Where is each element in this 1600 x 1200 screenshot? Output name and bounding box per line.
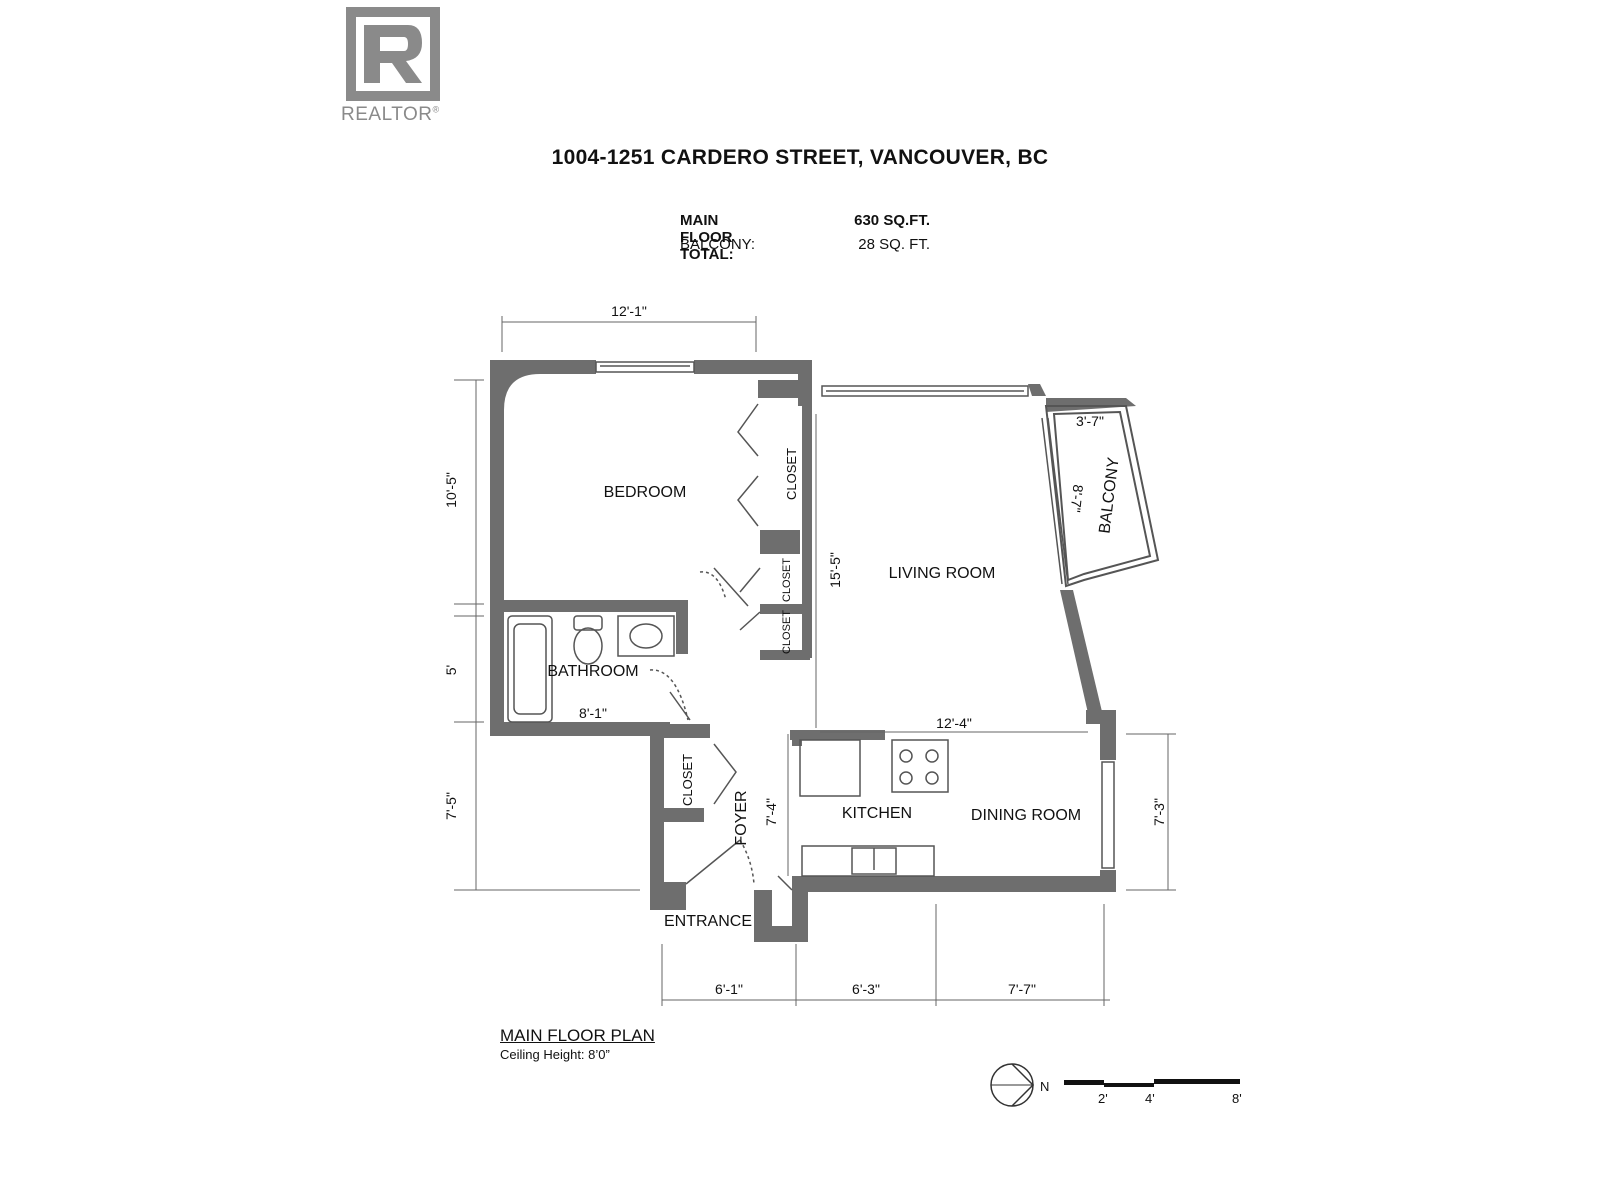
closet-label: CLOSET [781, 558, 793, 602]
dim-balcony-length: 8'-7" [1068, 484, 1087, 513]
property-address-title: 1004-1251 CARDERO STREET, VANCOUVER, BC [551, 146, 1049, 169]
dim-foyer-height: 7'-4" [763, 798, 779, 826]
fixtures [507, 615, 949, 877]
dim-top-width: 12'-1" [611, 303, 647, 319]
balcony-area-value: 28 SQ. FT. [858, 236, 930, 253]
dim-bottom-3: 7'-7" [1008, 981, 1036, 997]
closet-label: CLOSET [680, 754, 695, 806]
plan-title: MAIN FLOOR PLAN [500, 1026, 655, 1045]
windows [595, 361, 1115, 869]
scale-tick: 4' [1145, 1091, 1155, 1106]
scale-tick: 2' [1098, 1091, 1108, 1106]
dim-lower-height: 7'-5" [443, 792, 459, 820]
dimension-lines [454, 316, 1176, 1006]
dim-balcony-width: 3'-7" [1076, 413, 1104, 429]
dim-bottom-1: 6'-1" [715, 981, 743, 997]
dim-living-height: 15'-5" [827, 552, 843, 588]
closet-label: CLOSET [784, 448, 799, 500]
dim-kitchen-dining-width: 12'-4" [936, 715, 972, 731]
realtor-logo-icon [346, 7, 440, 101]
bedroom-label: BEDROOM [604, 484, 687, 501]
living-room-label: LIVING ROOM [889, 565, 996, 582]
main-floor-total-label: MAIN FLOOR TOTAL: [680, 212, 734, 263]
dim-bathroom-width: 8'-1" [579, 705, 607, 721]
north-arrow-icon [990, 1063, 1035, 1107]
dining-room-label: DINING ROOM [971, 807, 1081, 824]
dimension-labels: 12'-1" 10'-5" 5' 7'-5" 15'-5" 3'-7" 8'-7… [443, 303, 1167, 997]
scale-bar [1064, 1079, 1240, 1087]
doors [649, 403, 793, 891]
balcony-outline [1044, 405, 1160, 588]
north-label: N [1040, 1079, 1050, 1094]
walls [490, 360, 1136, 942]
main-floor-total-value: 630 SQ.FT. [854, 212, 930, 229]
kitchen-label: KITCHEN [842, 805, 912, 822]
room-labels: BEDROOM LIVING ROOM BATHROOM KITCHEN DIN… [547, 448, 1122, 930]
dim-dining-height: 7'-3" [1151, 798, 1167, 826]
realtor-wordmark: REALTOR® [341, 104, 440, 125]
balcony-label: BALCONY [1096, 456, 1122, 534]
balcony-area-label: BALCONY: [680, 236, 756, 253]
closet-label: CLOSET [781, 610, 793, 654]
dim-bottom-2: 6'-3" [852, 981, 880, 997]
dim-bedroom-height: 10'-5" [443, 472, 459, 508]
entrance-label: ENTRANCE [664, 913, 752, 930]
ceiling-height: Ceiling Height: 8’0” [500, 1047, 610, 1062]
foyer-label: FOYER [733, 790, 750, 845]
plan-caption: MAIN FLOOR PLAN Ceiling Height: 8’0” [500, 1026, 655, 1062]
scale-tick: 8' [1232, 1091, 1242, 1106]
dim-bathroom-height: 5' [443, 665, 459, 675]
bathroom-label: BATHROOM [547, 663, 638, 680]
